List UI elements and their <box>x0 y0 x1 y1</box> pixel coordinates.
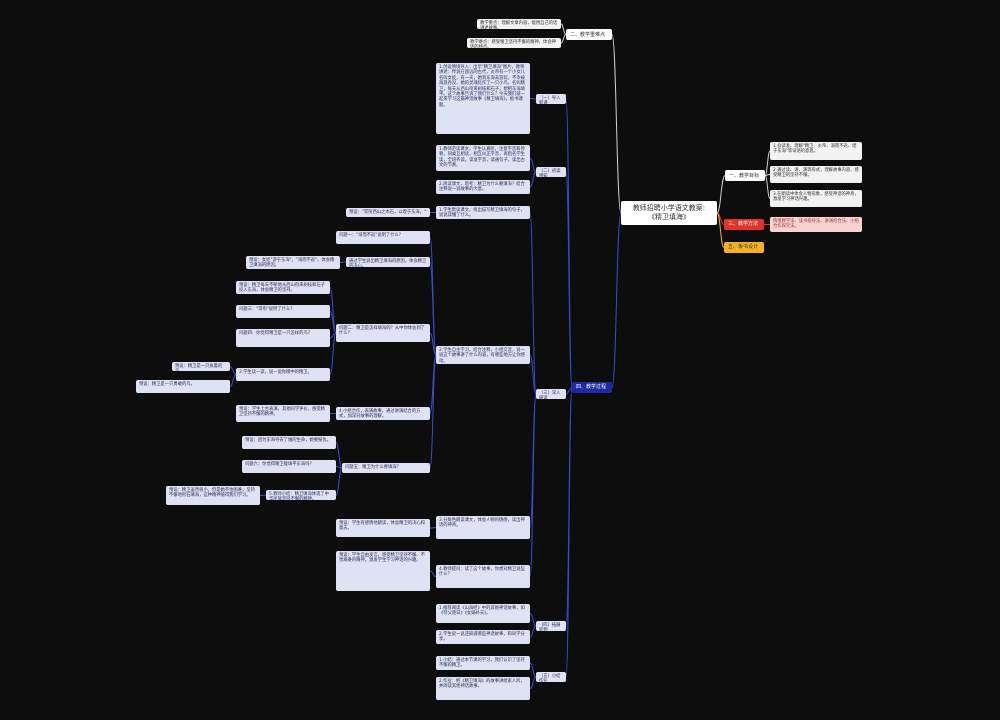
deep-q3-3[interactable]: 问题四：你觉得精卫是一只怎样的鸟？ <box>236 329 330 347</box>
root-topic[interactable]: 教师招聘小学语文教案:《精卫填海》 <box>621 201 717 225</box>
connector-deep-q5-1 <box>335 442 343 469</box>
connector-deep-q3-4 <box>329 332 337 375</box>
connector-deep-q3-4-b <box>229 374 237 387</box>
deep-q1-note[interactable]: 预设："常衔西山之木石，以堙于东海。" <box>346 208 430 217</box>
first-read-2[interactable]: 2.再读课文，思考：精卫为什么要填海？结合注释说一说故事的大意。 <box>436 180 530 194</box>
connector-deep-q2 <box>529 354 537 395</box>
connector-deep-q2-b-note <box>339 261 347 263</box>
extend-2[interactable]: 2.学生说一说还知道哪些神话故事，和同学分享。 <box>436 630 530 644</box>
deep-q3-4-b[interactable]: 预设：精卫是一只勇敢的鸟。 <box>136 380 230 393</box>
deep-r1-note[interactable]: 预设：学生有感情地朗读，体会精卫的决心和意志。 <box>336 519 430 537</box>
deep-q3-4[interactable]: 3.学生读一读，说一说你眼中的精卫。 <box>236 368 330 381</box>
deep-q5-3-note[interactable]: 预设：精卫虽然很小，但是她不怕困难，坚持不懈地衔石填海，这种精神值得我们学习。 <box>166 486 260 505</box>
deep-q1[interactable]: 1.学生默读课文，找出描写精卫填海的句子，说说读懂了什么。 <box>436 206 530 219</box>
connector-deep-q5-3 <box>335 467 343 496</box>
section-first-read[interactable]: （二）初读感知 <box>536 167 566 177</box>
deep-q2-b-note[interactable]: 预设：女娃"游于东海"，"溺而不返"，体会精卫填海的原因。 <box>246 256 340 269</box>
goal-item-2[interactable]: 2.通过读、讲、演等形式，理解故事内容，感受精卫的坚持不懈。 <box>770 166 862 183</box>
connector-intro-text <box>529 98 537 100</box>
section-extend[interactable]: （四）拓展延伸 <box>536 621 566 631</box>
intro-text[interactable]: 1.创设情境导入：出示"精卫填海"图片，教师讲述：传说在遥远的古代，炎帝有一个小… <box>436 63 530 134</box>
deep-q5-3[interactable]: 5.教师小结：精卫填海体现了中华民族坚持不懈的精神。 <box>266 490 336 500</box>
connector-section-intro <box>565 98 573 388</box>
deep-q3-4-a[interactable]: 预设：精卫是一只执着的鸟。 <box>172 362 230 371</box>
connector-deep-q3-2 <box>329 311 337 334</box>
connector-first-read-1 <box>529 157 537 173</box>
deep-r2-note[interactable]: 预设：学生自由发言，感受精卫坚持不懈、不畏艰难的精神，激发学生学习神话的兴趣。 <box>336 551 430 591</box>
branch-goal[interactable]: 一、教学目标 <box>725 170 765 181</box>
section-intro[interactable]: （一）导入新课 <box>536 94 566 104</box>
connector-deep-q3 <box>429 332 437 356</box>
connector-deep-r1-note <box>429 527 437 529</box>
deep-q2[interactable]: 2.学生自主学习，结合注释，小组交流，说一说这个故事讲了什么内容，有哪些地方让你… <box>436 346 530 364</box>
connector-extend-2 <box>529 625 537 638</box>
method-item[interactable]: 情境教学法、读书指导法、讲演结合法、小组合作探究法。 <box>770 217 862 232</box>
connector-deep-q1 <box>529 212 537 395</box>
connector-deep-q2-b <box>429 261 437 356</box>
section-deep-read[interactable]: （三）深入研读 <box>536 389 566 399</box>
deep-q5-2[interactable]: 问题六：你觉得精卫能填平东海吗？ <box>242 460 336 473</box>
connector-goal-item-3 <box>764 175 771 199</box>
deep-q2-b[interactable]: 通过学生说出精卫填海的原因，体会精卫的决心。 <box>346 257 430 267</box>
deep-q2-a[interactable]: 问题一："溺而不返"说明了什么？ <box>336 231 430 244</box>
branch-process[interactable]: 四、教学过程 <box>572 382 612 393</box>
connector-branch-goal <box>716 175 726 214</box>
deep-r2[interactable]: 4.教师提问：读了这个故事，你想对精卫说些什么？ <box>436 565 530 588</box>
connector-branch-board <box>716 212 725 248</box>
deep-q5-1[interactable]: 预设：因为东海夺去了她的生命，她要报仇。 <box>242 436 336 449</box>
goal-item-1[interactable]: 1.会读准、理解"精卫、炎帝、溺而不返、堙于东海"等词语的意思。 <box>770 142 862 160</box>
deep-r1[interactable]: 3.分角色朗读课文，体会人物的情感，读出神话的神奇。 <box>436 516 530 539</box>
section-summary[interactable]: （五）小结作业 <box>536 672 566 682</box>
connector-section-deep-read <box>565 387 573 395</box>
connector-deep-r2 <box>529 393 537 577</box>
connector-goal-item-1 <box>764 150 771 176</box>
first-read-1[interactable]: 1.教师范读课文，学生认真听，注意字音和停顿，同桌互相读，相互纠正字音，再指名学… <box>436 145 530 171</box>
connector-deep-q5 <box>429 354 437 469</box>
connector-first-read-2 <box>529 171 537 188</box>
summary-1[interactable]: 1.小结：通过本节课的学习，我们认识了坚持不懈的精卫。 <box>436 656 530 670</box>
deep-q3-2[interactable]: 问题三："常衔"说明了什么？ <box>236 305 330 318</box>
deep-q3[interactable]: 问题二：精卫是怎样填海的？从中你体会到了什么？ <box>336 324 430 342</box>
connector-deep-r2-note <box>429 570 437 577</box>
connector-section-first-read <box>565 171 573 388</box>
extend-1[interactable]: 1.推荐阅读《山海经》中的其他神话故事，如《夸父逐日》《女娲补天》。 <box>436 604 530 623</box>
connector-key-item-2 <box>560 34 567 44</box>
deep-q5[interactable]: 问题五：精卫为什么要填海？ <box>342 463 430 473</box>
connector-deep-q5-3-note <box>259 494 267 496</box>
branch-board[interactable]: 五、板书设计 <box>724 242 764 253</box>
deep-q4[interactable]: 4.小组合作，表演故事，通过讲演结合的方式，加深对故事的理解。 <box>336 407 430 420</box>
branch-method[interactable]: 三、教学方法 <box>724 219 764 230</box>
connector-summary-1 <box>529 662 537 678</box>
connector-branch-process <box>611 212 622 388</box>
deep-q3-1[interactable]: 预设：精卫每天不断地从西山衔来树枝和石子投入东海，体会精卫的坚持。 <box>236 281 330 294</box>
branch-key[interactable]: 二、教学重难点 <box>566 29 612 40</box>
deep-q4-note[interactable]: 预设：学生上台表演，其他同学评价，感受精卫坚持不懈的精神。 <box>236 405 330 422</box>
key-item-1[interactable]: 教学重点：理解文章内容，能用自己的话讲述故事。 <box>477 19 561 29</box>
connector-section-summary <box>565 387 573 678</box>
connector-branch-key <box>611 34 622 214</box>
goal-item-3[interactable]: 3.在朗读中体会人物形象，感受神话的神奇，激发学习神话兴趣。 <box>770 190 862 207</box>
connector-summary-2 <box>529 676 537 689</box>
key-item-2[interactable]: 教学难点：感受精卫坚持不懈的精神，体会神话的特点。 <box>467 38 561 48</box>
connector-extend-1 <box>529 613 537 627</box>
summary-2[interactable]: 2.作业：把《精卫填海》的故事讲给家人听，并阅读其他神话故事。 <box>436 677 530 700</box>
